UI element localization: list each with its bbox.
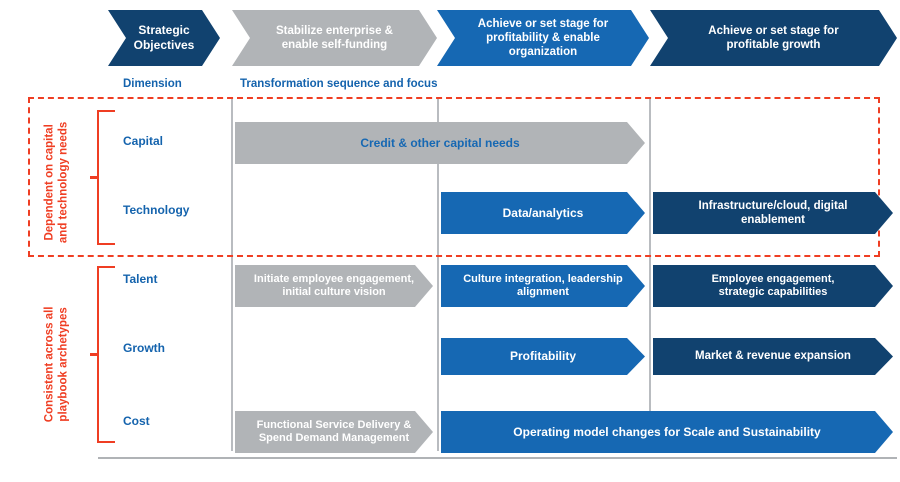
group-caption-dependent-on-capital: Dependent on capital and technology need… bbox=[43, 121, 70, 244]
column-divider-2 bbox=[437, 97, 439, 451]
row-cost-item-functional-service-delivery-label: Functional Service Delivery & Spend Dema… bbox=[256, 418, 412, 444]
group-bracket-tick-1 bbox=[90, 176, 98, 179]
group-bracket-tick-2 bbox=[90, 353, 98, 356]
header-arrow-phase-1-label: Stabilize enterprise & enable self-fundi… bbox=[276, 24, 393, 51]
baseline-axis bbox=[98, 457, 897, 459]
column-divider-3 bbox=[649, 97, 651, 451]
header-arrow-phase-2: Achieve or set stage for profitability &… bbox=[437, 10, 649, 66]
row-cost-item-operating-model-changes: Operating model changes for Scale and Su… bbox=[441, 411, 893, 453]
sequence-columns-label: Transformation sequence and focus bbox=[240, 78, 438, 90]
header-arrow-phase-3: Achieve or set stage for profitable grow… bbox=[650, 10, 897, 66]
row-capital-item-credit-label: Credit & other capital needs bbox=[360, 135, 520, 150]
header-arrow-phase-1: Stabilize enterprise & enable self-fundi… bbox=[232, 10, 437, 66]
group-box-dependent-on-capital bbox=[28, 97, 880, 257]
row-growth-item-market-revenue-expansion: Market & revenue expansion bbox=[653, 338, 893, 375]
dimension-label-talent: Talent bbox=[123, 272, 158, 286]
row-cost-item-operating-model-changes-label: Operating model changes for Scale and Su… bbox=[513, 424, 821, 439]
row-growth-item-profitability-label: Profitability bbox=[509, 349, 576, 364]
dimension-column-label: Dimension bbox=[123, 78, 182, 90]
row-talent-item-employee-engagement: Employee engagement, strategic capabilit… bbox=[653, 265, 893, 307]
row-talent-item-employee-engagement-label: Employee engagement, strategic capabilit… bbox=[711, 272, 835, 298]
header-arrow-phase-3-label: Achieve or set stage for profitable grow… bbox=[708, 24, 839, 51]
group-bracket-consistent-across-archetypes bbox=[97, 266, 115, 443]
dimension-label-cost: Cost bbox=[123, 414, 150, 428]
row-talent-item-initiate-engagement-label: Initiate employee engagement, initial cu… bbox=[253, 272, 415, 298]
row-technology-item-infrastructure-label: Infrastructure/cloud, digital enablement bbox=[698, 199, 848, 226]
column-divider-1 bbox=[231, 97, 233, 451]
header-arrow-phase-2-label: Achieve or set stage for profitability &… bbox=[477, 17, 609, 58]
group-caption-consistent-across-archetypes: Consistent across all playbook archetype… bbox=[43, 306, 70, 423]
row-technology-item-data-analytics-label: Data/analytics bbox=[502, 205, 584, 220]
group-bracket-dependent-on-capital bbox=[97, 110, 115, 245]
row-capital-item-credit: Credit & other capital needs bbox=[235, 122, 645, 164]
dimension-label-capital: Capital bbox=[123, 134, 164, 148]
row-growth-item-profitability: Profitability bbox=[441, 338, 645, 375]
row-cost-item-functional-service-delivery: Functional Service Delivery & Spend Dema… bbox=[235, 411, 433, 453]
dimension-label-technology: Technology bbox=[123, 203, 190, 217]
row-technology-item-infrastructure: Infrastructure/cloud, digital enablement bbox=[653, 192, 893, 234]
header-arrow-strategic-objectives: Strategic Objectives bbox=[108, 10, 220, 66]
row-growth-item-market-revenue-expansion-label: Market & revenue expansion bbox=[695, 350, 851, 363]
row-technology-item-data-analytics: Data/analytics bbox=[441, 192, 645, 234]
dimension-label-growth: Growth bbox=[123, 341, 165, 355]
row-talent-item-initiate-engagement: Initiate employee engagement, initial cu… bbox=[235, 265, 433, 307]
row-talent-item-culture-integration: Culture integration, leadership alignmen… bbox=[441, 265, 645, 307]
header-arrow-strategic-objectives-label: Strategic Objectives bbox=[133, 23, 195, 52]
row-talent-item-culture-integration-label: Culture integration, leadership alignmen… bbox=[463, 272, 623, 298]
